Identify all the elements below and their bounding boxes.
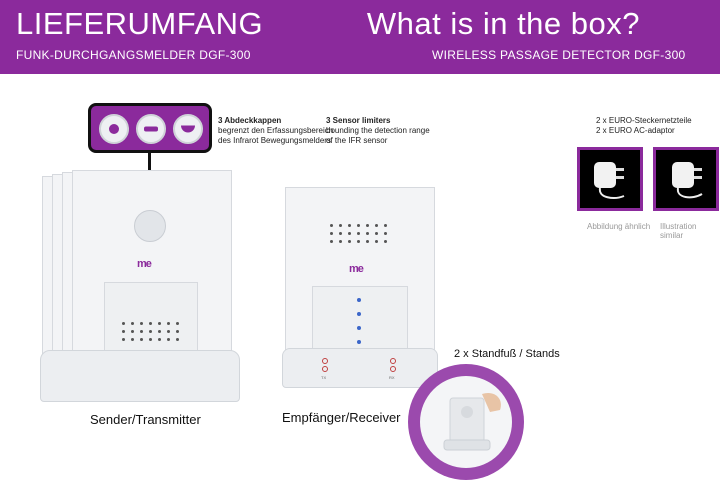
- led-indicator: [357, 340, 361, 344]
- sensor-cap-icon: [99, 114, 129, 144]
- rx-mark-right: RX: [389, 375, 395, 380]
- sensor-cap-icon: [136, 114, 166, 144]
- rx-mark-left: TX: [321, 375, 327, 380]
- header-banner: LIEFERUMFANG FUNK-DURCHGANGSMELDER DGF-3…: [0, 0, 720, 74]
- caps-line2-de: des Infrarot Bewegungsmelders: [218, 136, 331, 145]
- button-icon: [390, 358, 396, 364]
- stand-device-icon: [443, 392, 501, 451]
- button-icon: [390, 366, 396, 372]
- speaker-grille: [330, 224, 387, 243]
- ac-adaptor-image: [577, 147, 643, 211]
- led-indicator: [357, 312, 361, 316]
- ac-adaptor-icon: [672, 162, 703, 199]
- caps-note-de: 3 Abdeckkappen begrenzt den Erfassungsbe…: [218, 116, 333, 146]
- adaptor-caption-en: Illustration similar: [660, 222, 697, 240]
- receiver-label: Empfänger/Receiver: [282, 410, 401, 425]
- subtitle-de: FUNK-DURCHGANGSMELDER DGF-300: [16, 48, 251, 62]
- led-indicator: [357, 298, 361, 302]
- speaker-grille: [122, 322, 179, 341]
- stands-label: 2 x Standfuß / Stands: [454, 348, 560, 360]
- adaptors-line-de: 2 x EURO-Steckernetzteile: [596, 116, 692, 125]
- caps-heading-de: 3 Abdeckkappen: [218, 116, 282, 125]
- adaptor-caption-de: Abbildung ähnlich: [587, 222, 651, 231]
- caps-line2-en: of the IFR sensor: [326, 136, 388, 145]
- caps-note-en: 3 Sensor limiters bounding the detection…: [326, 116, 430, 146]
- sensor-cap-icon: [173, 114, 203, 144]
- pir-sensor-icon: [134, 210, 166, 242]
- ac-adaptor-icon: [594, 162, 625, 199]
- title-en: What is in the box?: [366, 6, 640, 41]
- subtitle-en: WIRELESS PASSAGE DETECTOR DGF-300: [432, 48, 686, 62]
- caps-heading-en: 3 Sensor limiters: [326, 116, 391, 125]
- title-de: LIEFERUMFANG: [16, 6, 264, 41]
- caps-line1-de: begrenzt den Erfassungsbereich: [218, 126, 334, 135]
- transmitter-label: Sender/Transmitter: [90, 412, 201, 427]
- ac-adaptor-image: [653, 147, 719, 211]
- transmitter-stand: [40, 350, 240, 402]
- stands-image: [420, 376, 512, 468]
- caps-line1-en: bounding the detection range: [326, 126, 430, 135]
- sensor-caps-inset: [88, 103, 212, 153]
- adaptors-note: 2 x EURO-Steckernetzteile 2 x EURO AC-ad…: [596, 116, 692, 136]
- button-icon: [322, 366, 328, 372]
- button-icon: [322, 358, 328, 364]
- brand-logo: me: [137, 258, 152, 270]
- adaptors-line-en: 2 x EURO AC-adaptor: [596, 126, 675, 135]
- receiver-stand: [282, 348, 438, 388]
- brand-logo: me: [349, 263, 364, 275]
- led-indicator: [357, 326, 361, 330]
